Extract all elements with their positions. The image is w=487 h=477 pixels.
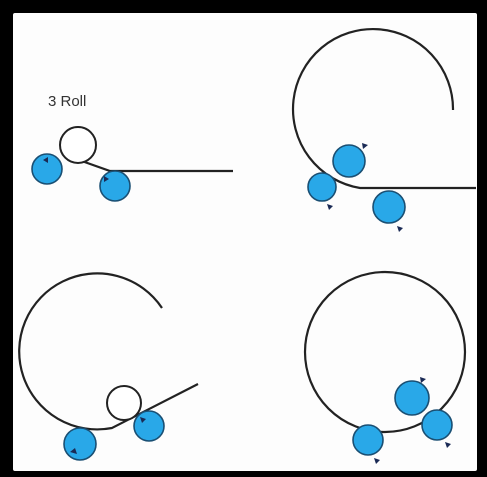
rotation-arrow-icon bbox=[374, 458, 380, 464]
rotation-arrow-icon bbox=[445, 442, 451, 448]
left-bottom-roll bbox=[63, 427, 97, 461]
rolled-cylinder bbox=[303, 270, 467, 434]
rotation-arrow-icon bbox=[327, 204, 333, 210]
top-roll-idle bbox=[106, 385, 142, 421]
panel-bottom-left bbox=[18, 272, 199, 461]
rotation-arrow-icon bbox=[140, 417, 146, 423]
top-roll bbox=[394, 380, 430, 416]
right-bottom-roll bbox=[372, 190, 406, 224]
top-roll bbox=[332, 144, 366, 178]
rotation-arrow-icon bbox=[420, 377, 426, 383]
rotation-arrow-icon bbox=[104, 176, 109, 182]
rotation-arrow-icon bbox=[362, 143, 368, 149]
rotation-arrow-icon bbox=[397, 226, 403, 232]
diagram-label: 3 Roll bbox=[48, 93, 86, 110]
rotation-arrow-icon bbox=[70, 448, 77, 454]
bent-plate bbox=[291, 27, 476, 190]
right-bottom-roll bbox=[99, 170, 131, 202]
top-roll-idle bbox=[59, 126, 97, 164]
panel-bottom-right bbox=[303, 270, 467, 464]
panel-top-left: 3 Roll bbox=[31, 93, 233, 202]
left-bottom-roll bbox=[31, 153, 63, 185]
right-bottom-roll bbox=[421, 409, 453, 441]
rotation-arrow-icon bbox=[43, 157, 48, 163]
left-bottom-roll bbox=[307, 172, 337, 202]
left-bottom-roll bbox=[352, 424, 384, 456]
panel-top-right bbox=[291, 27, 476, 232]
bent-plate bbox=[18, 272, 199, 431]
right-bottom-roll bbox=[133, 410, 165, 442]
